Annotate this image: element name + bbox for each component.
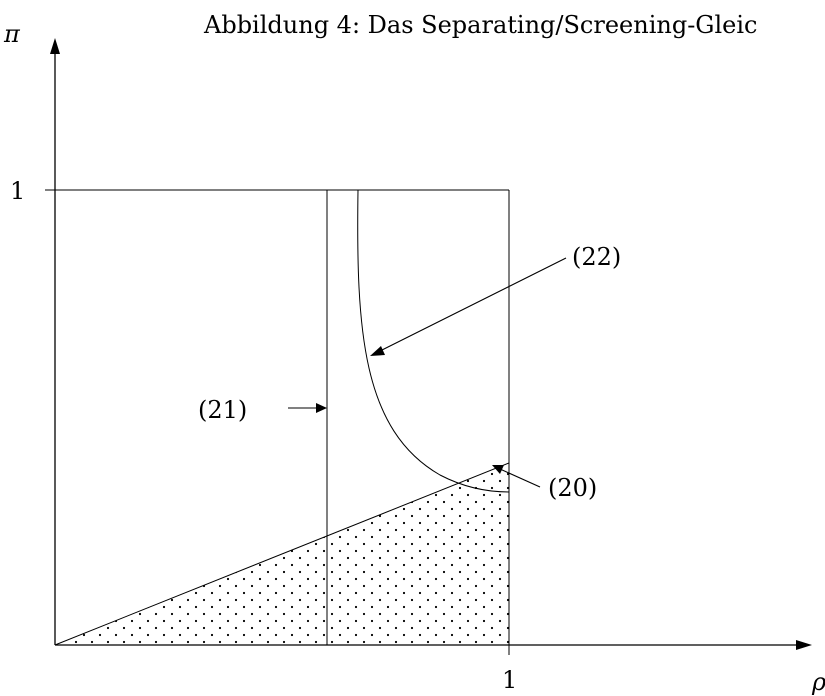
arrow-20-shaft (499, 468, 541, 488)
figure-caption: Abbildung 4: Das Separating/Screening-Gl… (203, 11, 757, 39)
condition-22-curve (357, 189, 510, 493)
x-tick-label-one: 1 (502, 666, 517, 694)
arrow-21-head (316, 403, 327, 413)
condition-20-line (54, 462, 510, 646)
x-axis-label: ρ (811, 668, 825, 696)
y-tick-label-one: 1 (10, 177, 25, 205)
label-22: (22) (572, 243, 621, 271)
arrow-22-shaft (379, 257, 567, 352)
label-21: (21) (198, 396, 247, 424)
label-20: (20) (548, 474, 597, 502)
y-axis-arrowhead (50, 38, 60, 54)
arrow-22-head (370, 346, 385, 356)
x-axis-arrowhead (796, 640, 812, 650)
arrow-20-head (492, 465, 504, 474)
y-axis-label: π (3, 20, 21, 48)
